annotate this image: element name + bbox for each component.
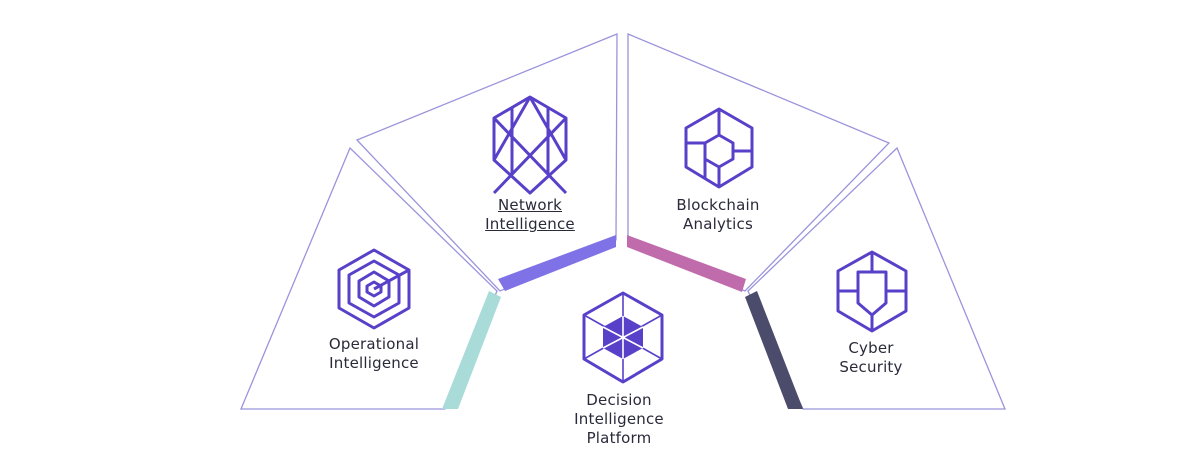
- panel-operational: [240, 146, 498, 410]
- network-intelligence-link[interactable]: Network Intelligence: [485, 196, 575, 233]
- cyber-security-icon: [836, 250, 908, 333]
- label-operational-intelligence: Operational Intelligence: [328, 335, 420, 372]
- accent-bar-cyber: [745, 291, 803, 409]
- accent-bar-operational: [442, 291, 501, 409]
- operational-icon: [337, 248, 411, 330]
- blockchain-icon: [684, 107, 754, 189]
- label-decision-intelligence-platform: Decision Intelligence Platform: [574, 391, 664, 447]
- accent-bar-network: [498, 235, 616, 291]
- network-intelligence-icon: [492, 95, 568, 195]
- label-network-intelligence[interactable]: Network Intelligence: [485, 196, 575, 234]
- accent-bar-blockchain: [627, 235, 746, 292]
- label-blockchain-analytics: Blockchain Analytics: [676, 196, 760, 233]
- decision-platform-icon: [582, 291, 664, 384]
- label-cyber-security: Cyber Security: [839, 339, 903, 376]
- panel-blockchain: [627, 33, 891, 292]
